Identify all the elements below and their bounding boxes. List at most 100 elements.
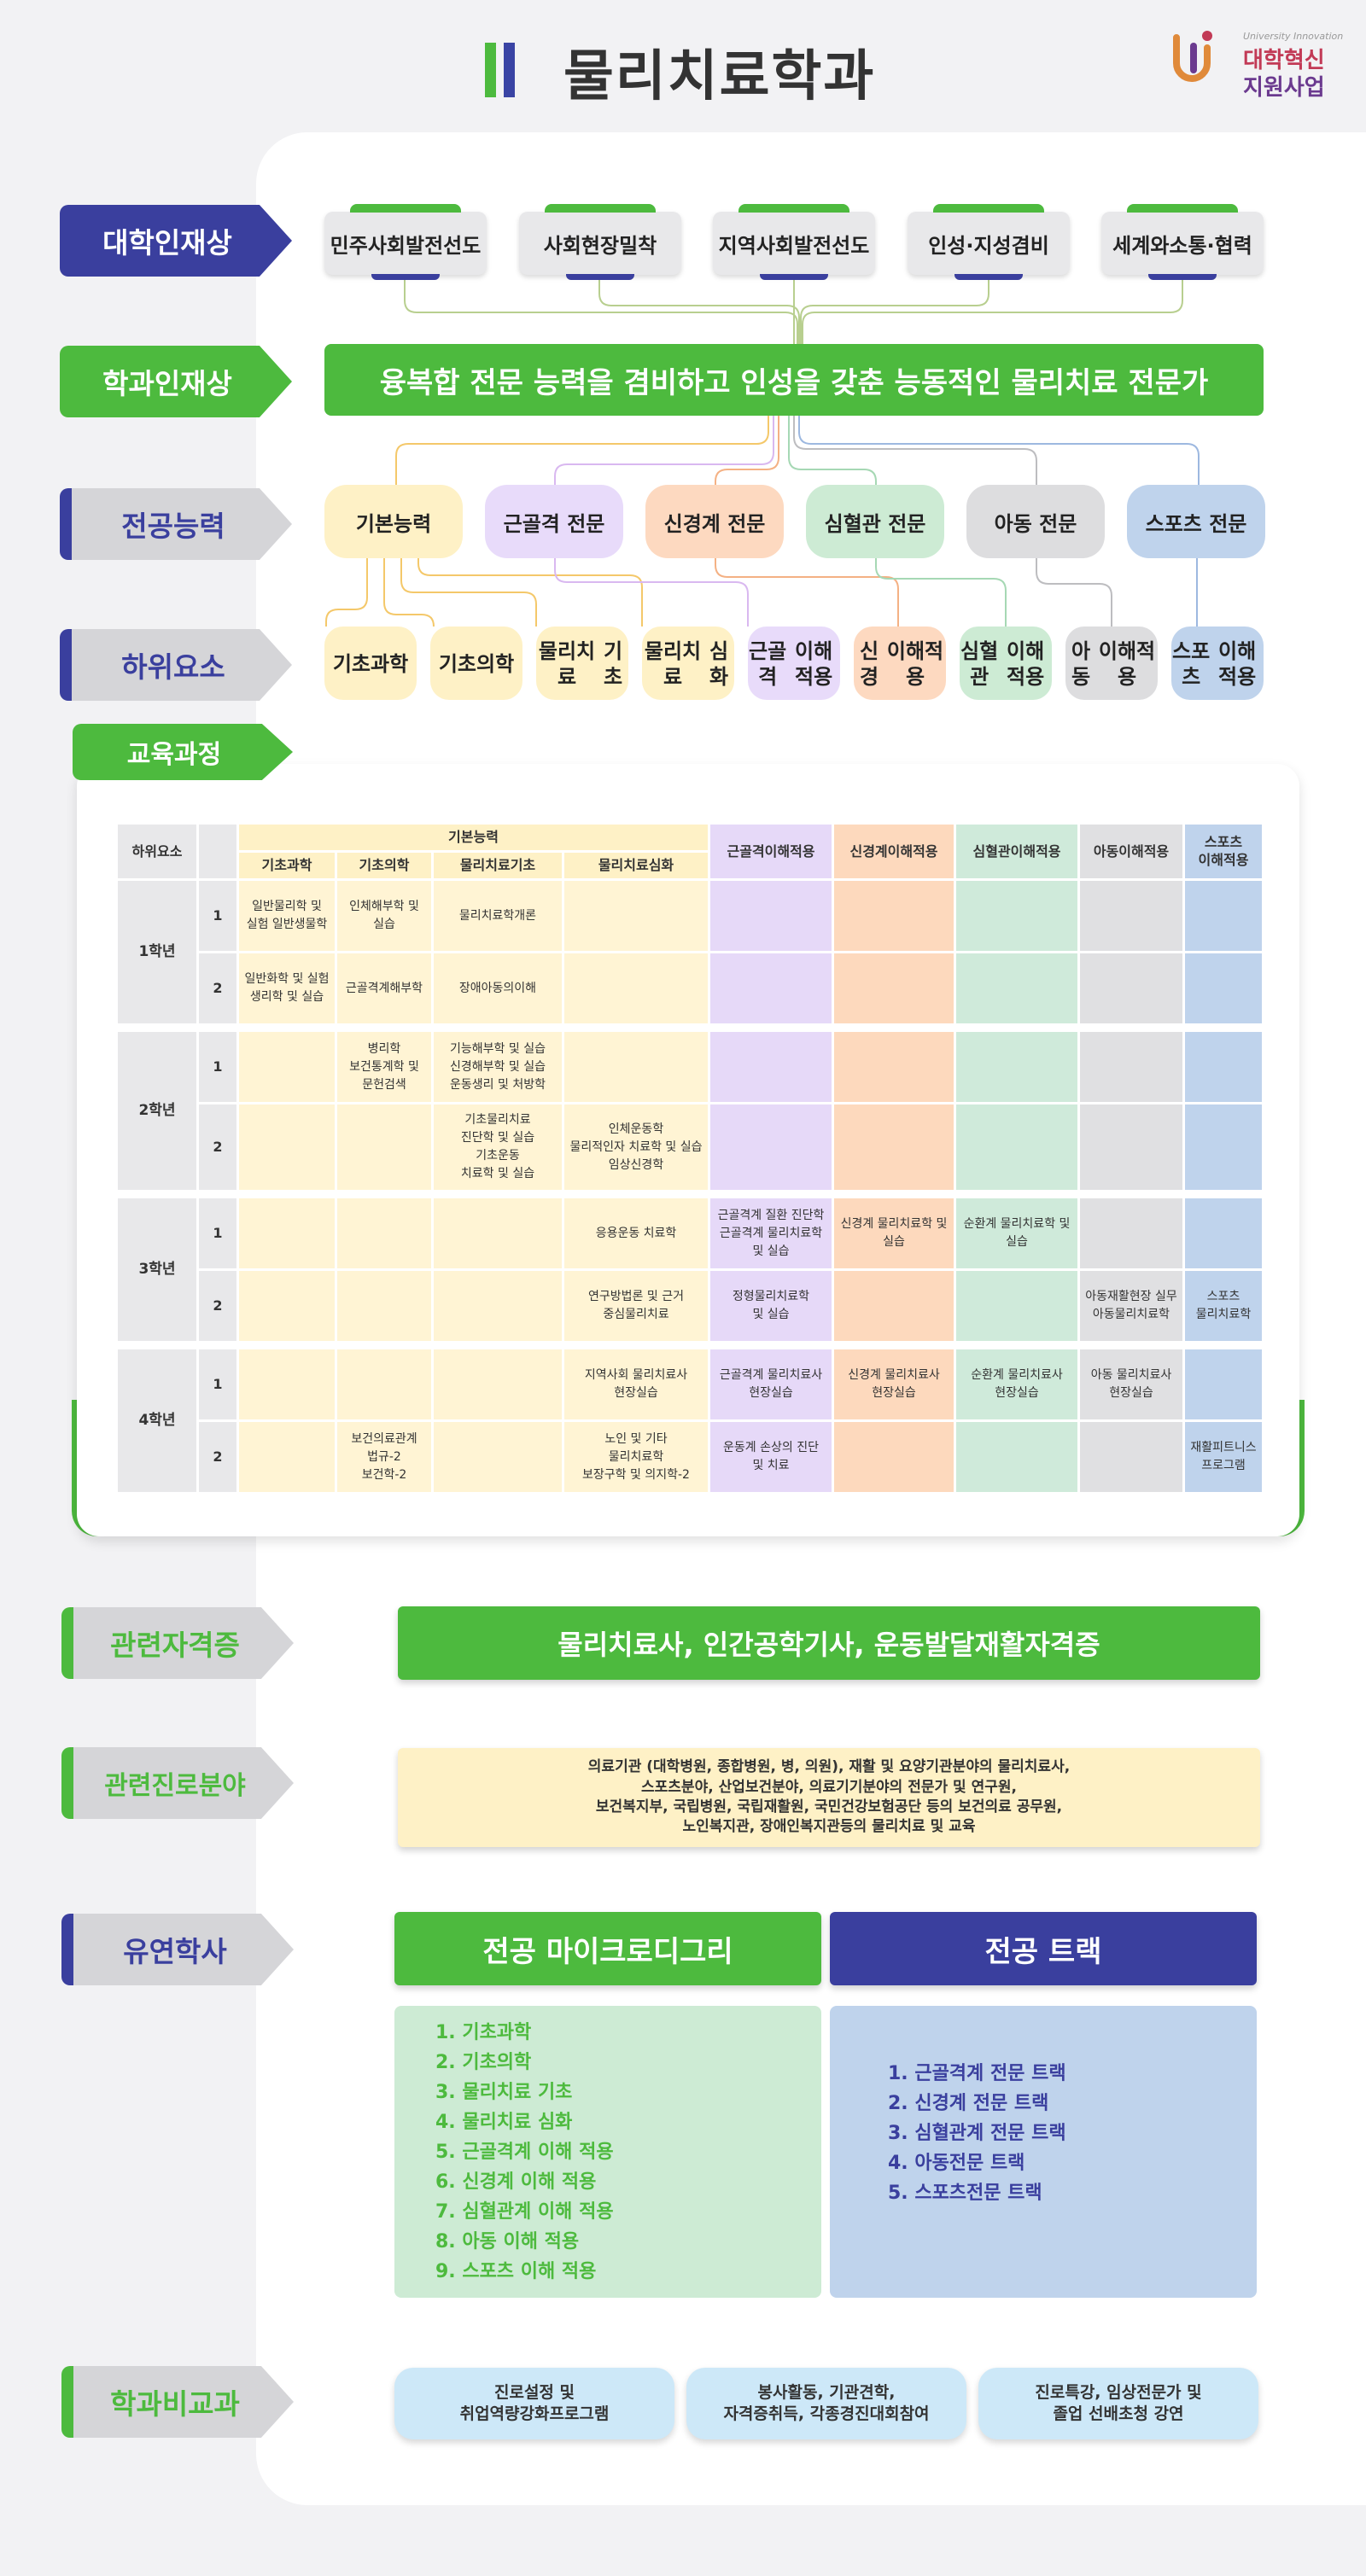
track-item: 4. 아동전문 트랙 <box>888 2153 1025 2174</box>
microdegree-item: 8. 아동 이해 적용 <box>435 2231 580 2253</box>
course-cell <box>434 1198 562 1268</box>
semester-label: 1 <box>199 1032 236 1102</box>
course-cell <box>1185 1349 1262 1419</box>
microdegree-header: 전공 마이크로디그리 <box>394 1912 821 1985</box>
logo-line1: 대학혁신 <box>1243 48 1325 73</box>
course-cell: 근골격계 물리치료사 현장실습 <box>710 1349 832 1419</box>
competency-msk: 근골격 전문 <box>485 485 623 558</box>
semester-label: 1 <box>199 1349 236 1419</box>
course-cell <box>834 1422 954 1492</box>
course-cell <box>956 1271 1077 1341</box>
course-cell <box>710 953 832 1023</box>
semester-label: 2 <box>199 953 236 1023</box>
course-cell <box>956 953 1077 1023</box>
microdegree-item: 5. 근골격계 이해 적용 <box>435 2142 614 2163</box>
logo-small-text: University Innovation <box>1243 31 1344 42</box>
univ-ideal-1: 민주사회발전선도 <box>324 204 487 280</box>
course-cell <box>434 1422 562 1492</box>
track-item: 3. 심혈관계 전문 트랙 <box>888 2123 1066 2144</box>
course-cell: 아동재활현장 실무 아동물리치료학 <box>1080 1271 1182 1341</box>
year-label: 1학년 <box>118 881 196 1023</box>
course-cell: 근골격계해부학 <box>337 953 431 1023</box>
logo-u-icon <box>1173 31 1212 82</box>
course-cell: 스포츠 물리치료학 <box>1185 1271 1262 1341</box>
course-cell: 장애아동의이해 <box>434 953 562 1023</box>
course-cell <box>564 1032 708 1102</box>
track-item: 2. 신경계 전문 트랙 <box>888 2093 1049 2114</box>
univ-ideal-2: 사회현장밀착 <box>519 204 681 280</box>
header-blank <box>199 825 236 878</box>
sub-element-2: 기초의학 <box>430 627 522 700</box>
course-cell: 운동계 손상의 진단 및 치료 <box>710 1422 832 1492</box>
course-cell: 일반물리학 및 실험 일반생물학 <box>239 881 335 951</box>
course-cell <box>564 881 708 951</box>
univ-ideal-4: 인성·지성겸비 <box>908 204 1070 280</box>
course-cell: 신경계 물리치료학 및 실습 <box>834 1198 954 1268</box>
label-career: 관련진로분야 <box>61 1747 294 1819</box>
microdegree-item: 1. 기초과학 <box>435 2022 532 2043</box>
course-cell <box>710 1032 832 1102</box>
course-cell: 보건의료관계 법규-2 보건학-2 <box>337 1422 431 1492</box>
logo-line2: 지원사업 <box>1243 75 1325 101</box>
extracurricular-1: 진로설정 및 취업역량강화프로그램 <box>394 2368 674 2439</box>
dept-ideal-banner: 융복합 전문 능력을 겸비하고 인성을 갖춘 능동적인 물리치료 전문가 <box>324 344 1264 416</box>
competency-neuro: 신경계 전문 <box>645 485 784 558</box>
course-cell <box>956 1104 1077 1190</box>
header-cardio: 심혈관이해적용 <box>956 825 1077 878</box>
course-cell: 일반화학 및 실험 생리학 및 실습 <box>239 953 335 1023</box>
microdegree-item: 2. 기초의학 <box>435 2052 532 2073</box>
course-cell <box>1080 1104 1182 1190</box>
course-cell <box>834 1104 954 1190</box>
career-line-1: 의료기관 (대학병원, 종합병원, 병, 의원), 재활 및 요양기관분야의 물… <box>587 1758 1071 1776</box>
curriculum-table: 하위요소 기본능력 근골격이해적용 신경계이해적용 심혈관이해적용 아동이해적용… <box>115 822 1264 1495</box>
course-cell: 신경계 물리치료사 현장실습 <box>834 1349 954 1419</box>
course-cell: 정형물리치료학 및 실습 <box>710 1271 832 1341</box>
course-cell <box>1185 1104 1262 1190</box>
extracurricular-3: 진로특강, 임상전문가 및 졸업 선배초청 강연 <box>978 2368 1258 2439</box>
course-cell <box>1080 1032 1182 1102</box>
label-flexible: 유연학사 <box>61 1914 294 1985</box>
microdegree-item: 9. 스포츠 이해 적용 <box>435 2261 597 2282</box>
microdegree-item: 7. 심혈관계 이해 적용 <box>435 2201 614 2223</box>
course-cell: 연구방법론 및 근거 중심물리치료 <box>564 1271 708 1341</box>
course-cell <box>564 953 708 1023</box>
career-box: 의료기관 (대학병원, 종합병원, 병, 의원), 재활 및 요양기관분야의 물… <box>398 1748 1260 1847</box>
header-sub-element: 하위요소 <box>118 825 196 878</box>
career-line-4: 노인복지관, 장애인복지관등의 물리치료 및 교육 <box>682 1818 976 1836</box>
course-cell <box>1080 881 1182 951</box>
course-cell <box>239 1198 335 1268</box>
career-line-3: 보건복지부, 국립병원, 국립재활원, 국민건강보험공단 등의 보건의료 공무원… <box>595 1798 1063 1815</box>
course-cell: 인체해부학 및 실습 <box>337 881 431 951</box>
course-cell: 순환계 물리치료학 및 실습 <box>956 1198 1077 1268</box>
connector-lines <box>325 275 1200 627</box>
course-cell: 기초물리치료 진단학 및 실습 기초운동 치료학 및 실습 <box>434 1104 562 1190</box>
course-cell: 재활피트니스 프로그램 <box>1185 1422 1262 1492</box>
year-gap <box>118 1026 1262 1029</box>
label-certificates: 관련자격증 <box>61 1607 294 1679</box>
course-cell <box>1080 1422 1182 1492</box>
header-sports: 스포츠 이해적용 <box>1185 825 1262 878</box>
course-cell <box>834 1032 954 1102</box>
certificates-banner: 물리치료사, 인간공학기사, 운동발달재활자격증 <box>398 1606 1260 1680</box>
course-cell: 지역사회 물리치료사 현장실습 <box>564 1349 708 1419</box>
sub-element-1: 기초과학 <box>324 627 417 700</box>
header-basic-medicine: 기초의학 <box>337 853 431 878</box>
course-cell <box>239 1422 335 1492</box>
course-cell <box>710 1104 832 1190</box>
microdegree-item: 4. 물리치료 심화 <box>435 2112 573 2133</box>
year-label: 3학년 <box>118 1198 196 1341</box>
label-extracurricular: 학과비교과 <box>61 2366 294 2438</box>
course-cell: 근골격계 질환 진단학 근골격계 물리치료학 및 실습 <box>710 1198 832 1268</box>
label-dept-ideal: 학과인재상 <box>60 346 292 417</box>
header-pt-basic: 물리치료기초 <box>434 853 562 878</box>
univ-ideal-5: 세계와소통·협력 <box>1101 204 1264 280</box>
course-cell <box>956 1032 1077 1102</box>
